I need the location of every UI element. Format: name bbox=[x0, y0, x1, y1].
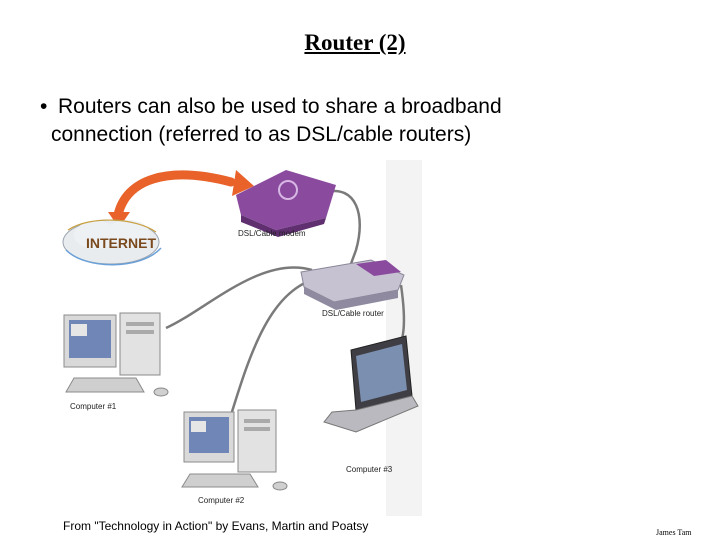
figure-caption: From "Technology in Action" by Evans, Ma… bbox=[63, 519, 369, 533]
bullet-line-2: connection (referred to as DSL/cable rou… bbox=[51, 123, 472, 146]
bullet-line-1: Routers can also be used to share a broa… bbox=[58, 95, 502, 118]
internet-cloud-icon: INTERNET bbox=[62, 219, 162, 266]
computer-2-label: Computer #2 bbox=[198, 496, 245, 505]
slide-title: Router (2) bbox=[304, 30, 406, 55]
modem-label: DSL/Cable modem bbox=[238, 229, 306, 238]
computer-2-icon: Computer #2 bbox=[181, 409, 288, 505]
computer-3-icon: Computer #3 bbox=[323, 335, 419, 474]
router-icon: DSL/Cable router bbox=[300, 259, 405, 318]
internet-label: INTERNET bbox=[86, 235, 156, 251]
computer-1-icon: Computer #1 bbox=[63, 312, 169, 411]
bullet-text: • Routers can also be used to share a bro… bbox=[40, 93, 640, 149]
footer-author: James Tam bbox=[656, 528, 692, 537]
computer-3-label: Computer #3 bbox=[346, 465, 393, 474]
network-diagram: INTERNET DSL/Cable modem DSL/Cable route… bbox=[56, 160, 422, 516]
router-label: DSL/Cable router bbox=[322, 309, 384, 318]
computer-1-label: Computer #1 bbox=[70, 402, 117, 411]
modem-icon: DSL/Cable modem bbox=[236, 170, 336, 238]
bullet-marker: • bbox=[40, 95, 48, 118]
